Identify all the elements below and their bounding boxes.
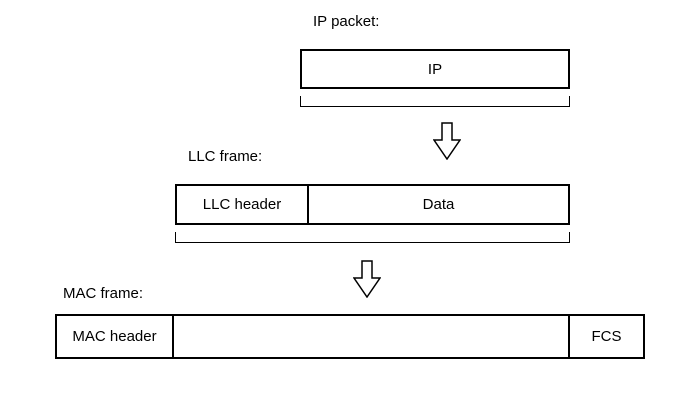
mac-frame-box: MAC header FCS: [55, 314, 645, 359]
down-arrow-icon: [433, 122, 461, 160]
ip-span-bracket: [300, 96, 570, 107]
llc-data-field: Data: [307, 186, 568, 223]
llc-frame-label: LLC frame:: [188, 148, 263, 165]
ip-field: IP: [427, 60, 443, 78]
llc-frame-box: LLC header Data: [175, 184, 570, 225]
llc-header-field: LLC header: [202, 196, 282, 213]
mac-header-field: MAC header: [72, 328, 157, 345]
ip-packet-box: IP: [300, 49, 570, 89]
mac-frame-label: MAC frame:: [63, 285, 144, 302]
mac-fcs-field: FCS: [568, 316, 643, 357]
llc-span-bracket: [175, 232, 570, 243]
ip-packet-label: IP packet:: [313, 13, 380, 30]
down-arrow-icon: [353, 260, 381, 298]
mac-payload-field: [172, 316, 568, 357]
